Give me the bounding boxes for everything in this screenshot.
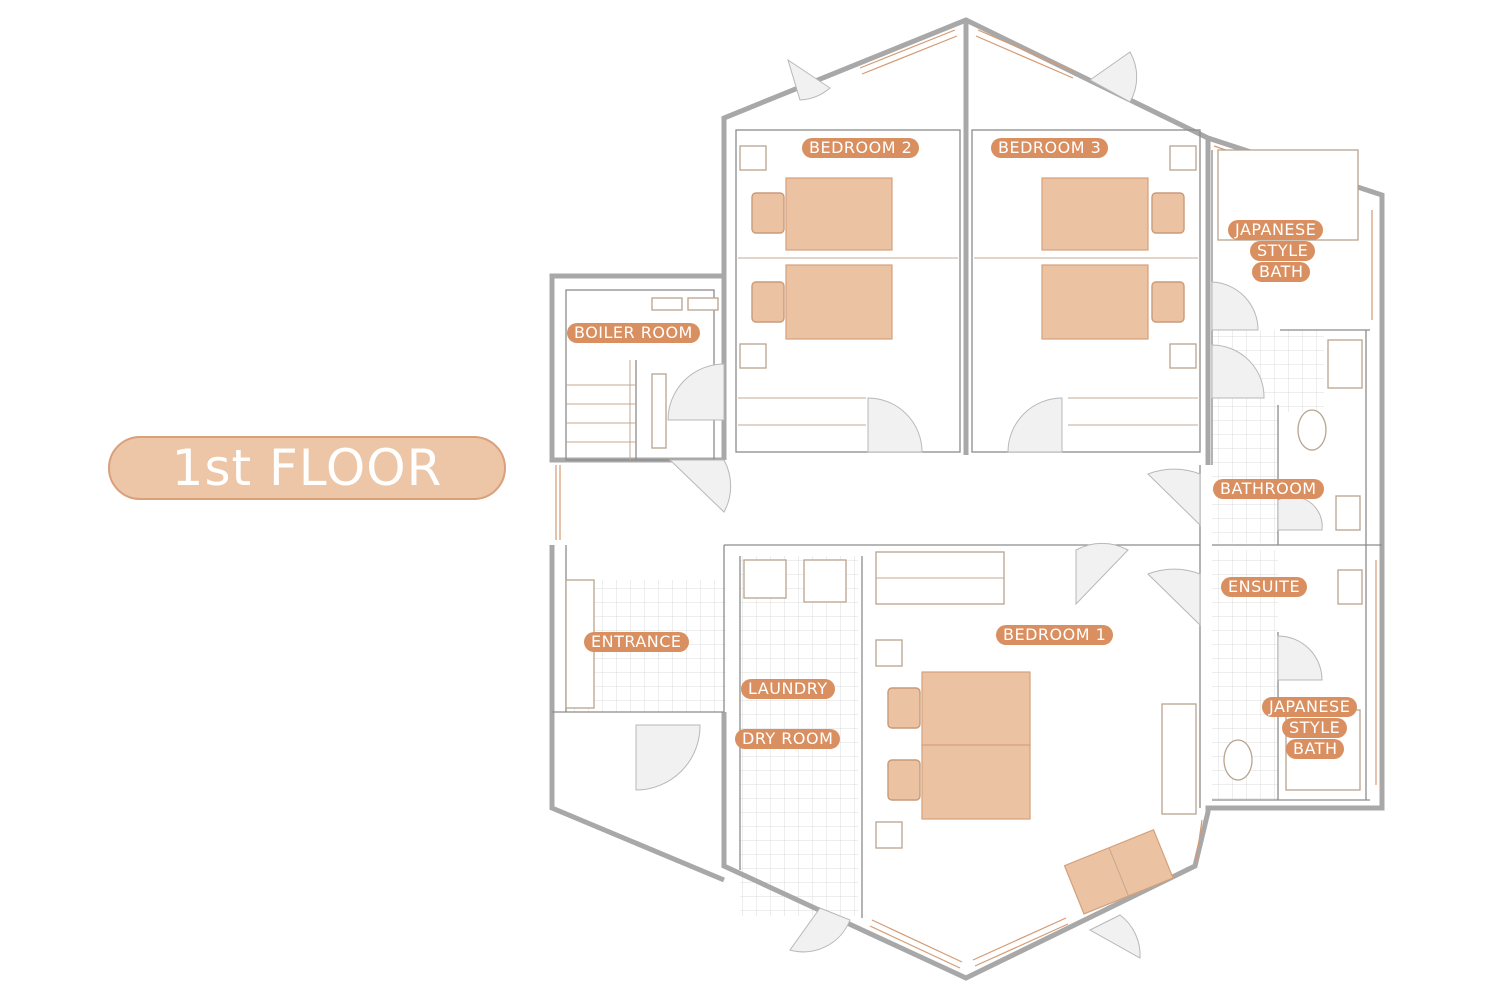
bedroom-1-furniture	[875, 551, 1197, 915]
room-label-japanese-bath-top-line2: STYLE	[1250, 241, 1316, 261]
bedroom-3-furniture	[974, 145, 1198, 426]
room-label-laundry: LAUNDRY	[741, 679, 835, 699]
room-label-japanese-bath-bottom-line2: STYLE	[1282, 718, 1348, 738]
room-label-bathroom: BATHROOM	[1213, 479, 1324, 499]
room-label-japanese-bath-top-line1: JAPANESE	[1228, 220, 1324, 240]
room-label-japanese-bath-bottom-line1: JAPANESE	[1262, 697, 1358, 717]
floor-title-badge: 1st FLOOR	[108, 436, 506, 500]
room-label-japanese-bath-top-line3: BATH	[1252, 262, 1311, 282]
room-label-bedroom-3: BEDROOM 3	[991, 138, 1109, 158]
room-label-japanese-bath-bottom-line3: BATH	[1286, 739, 1345, 759]
room-label-bedroom-2: BEDROOM 2	[802, 138, 920, 158]
floor-title: 1st FLOOR	[171, 439, 443, 497]
room-label-dry-room: DRY ROOM	[735, 729, 841, 749]
room-label-ensuite: ENSUITE	[1221, 577, 1308, 597]
room-label-bedroom-1: BEDROOM 1	[996, 625, 1114, 645]
windows	[555, 29, 1377, 969]
stairs	[566, 297, 719, 460]
room-label-entrance: ENTRANCE	[584, 632, 689, 652]
doors	[635, 51, 1323, 959]
bedroom-2-furniture	[738, 145, 958, 426]
laundry-fixtures	[743, 559, 847, 603]
room-label-boiler-room: BOILER ROOM	[567, 323, 700, 343]
